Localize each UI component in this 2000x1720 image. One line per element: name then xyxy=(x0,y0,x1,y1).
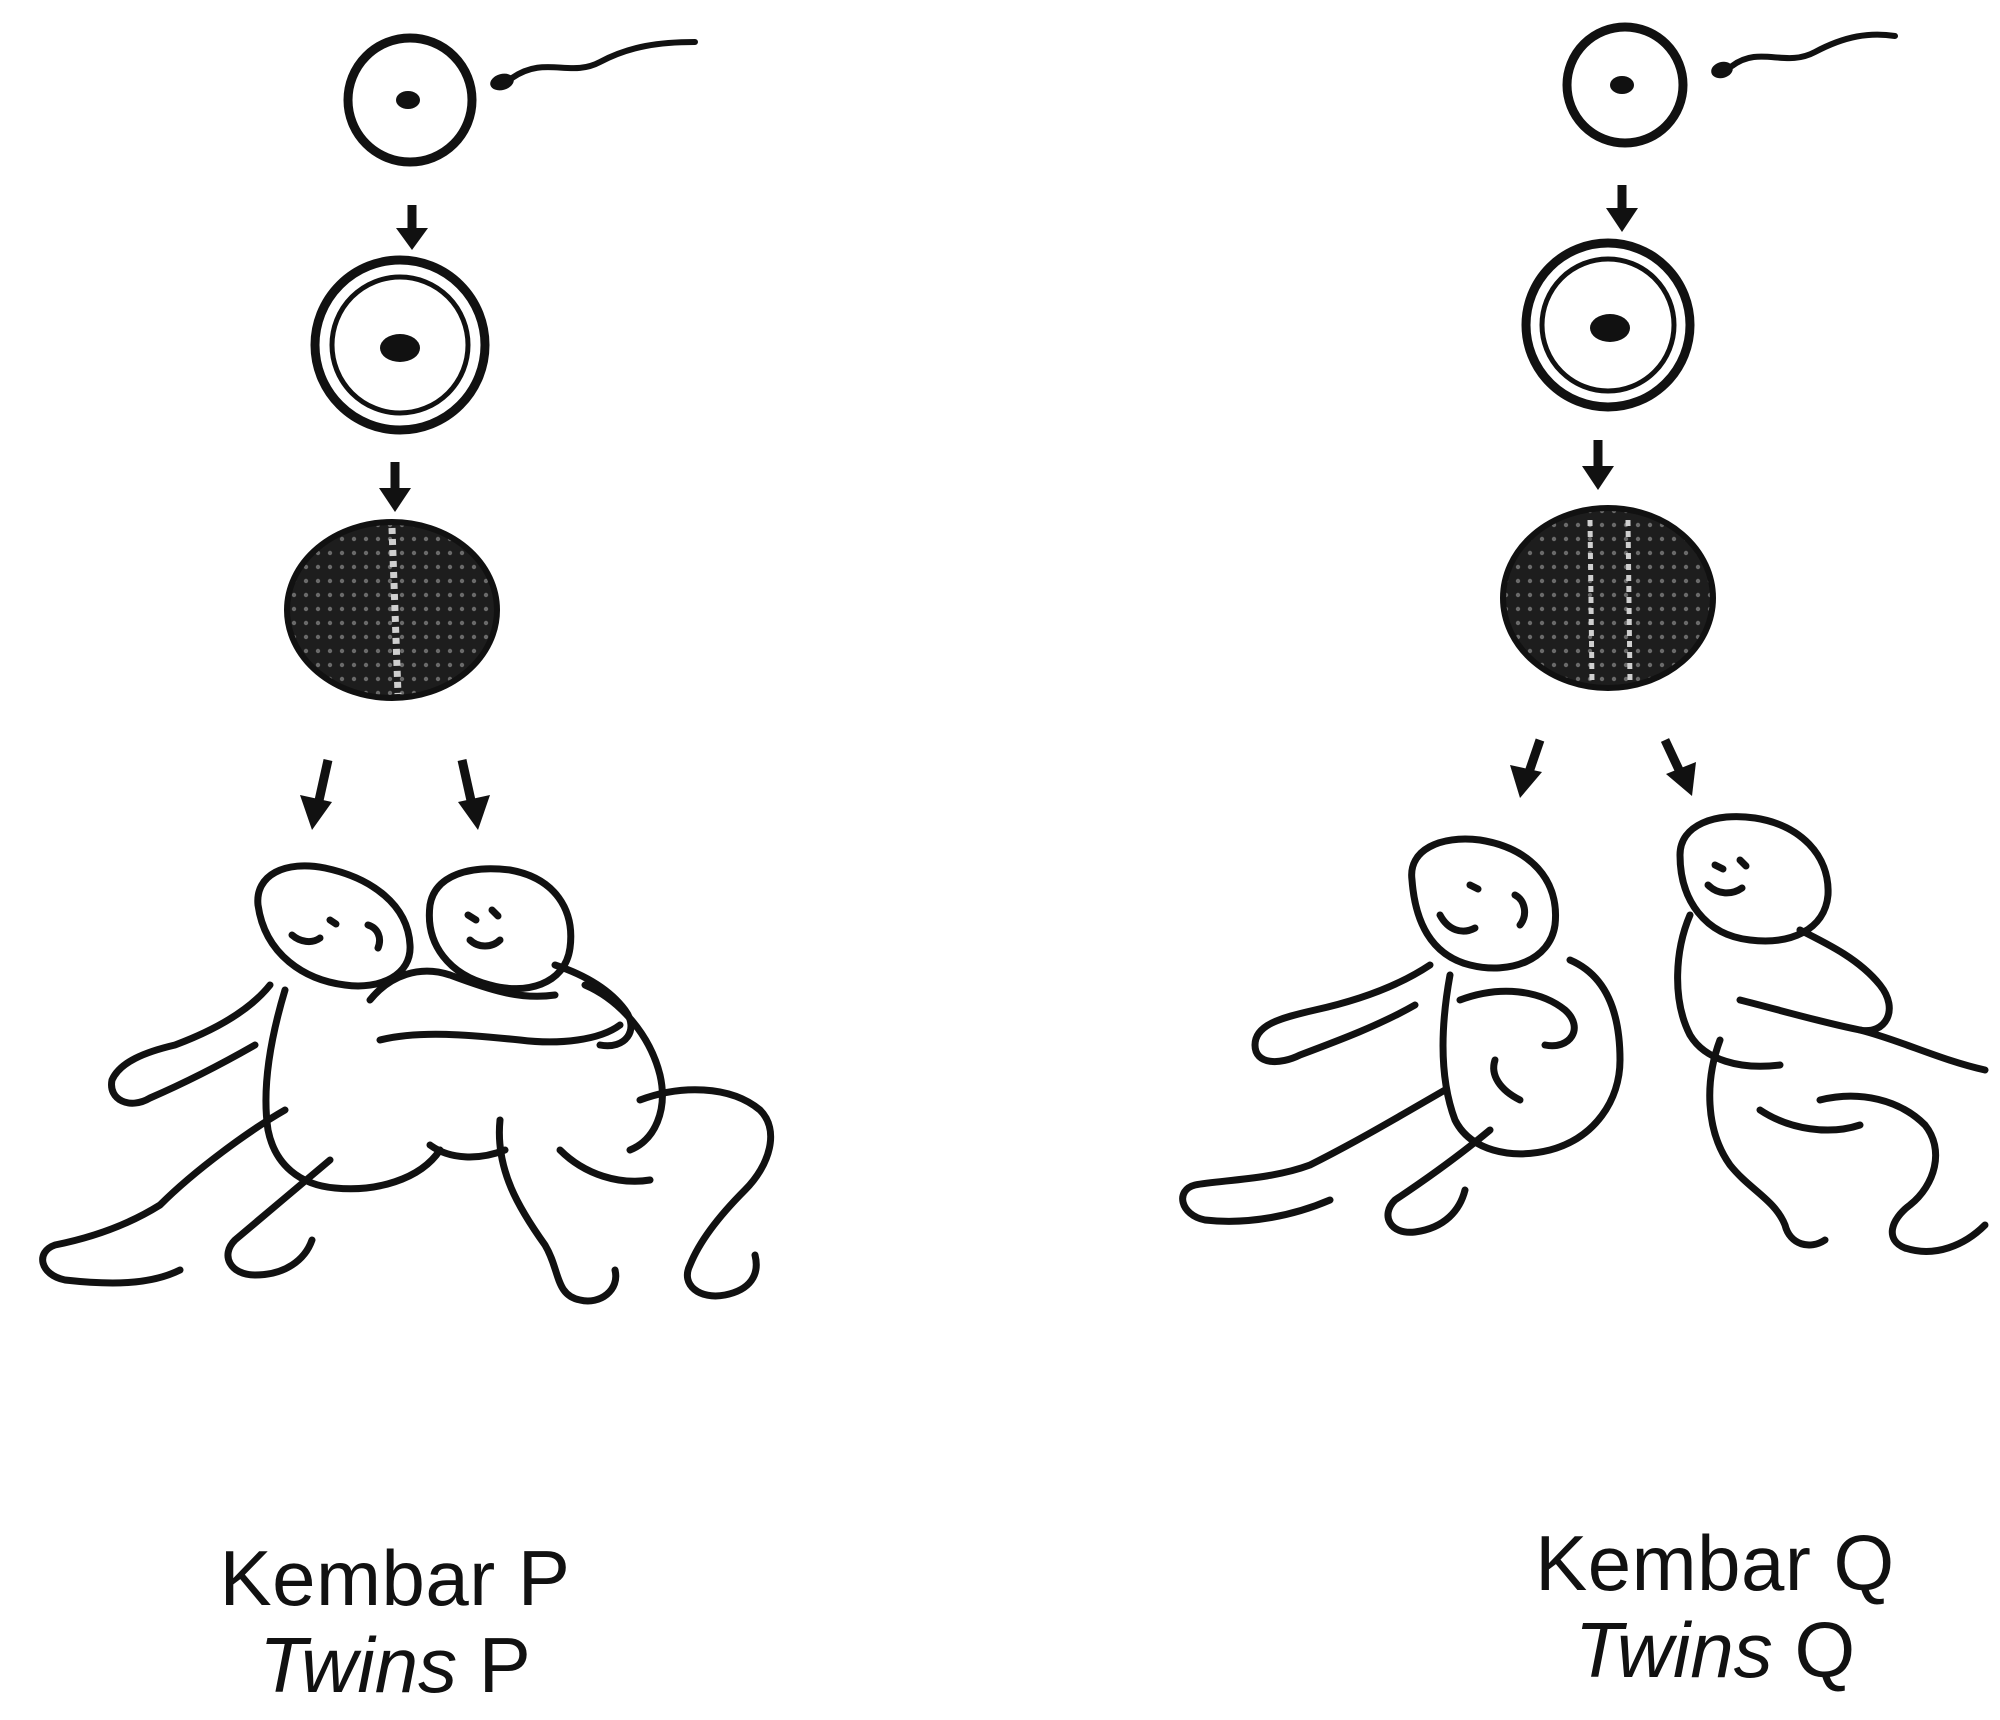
twin-baby-right-icon xyxy=(1674,813,1989,1255)
arrow-down-icon xyxy=(1582,440,1614,490)
panel-q xyxy=(1179,22,1989,1255)
sperm-icon xyxy=(1711,31,1898,79)
panel-p xyxy=(39,33,775,1305)
kembar-q-label: Kembar Q xyxy=(1535,1519,1895,1607)
zygote-icon xyxy=(310,255,490,435)
twins-q-label: Twins Q xyxy=(1450,1607,1980,1694)
zygote-icon xyxy=(1521,238,1695,412)
twins-word: Twins xyxy=(259,1621,458,1710)
egg-icon xyxy=(1562,22,1688,148)
egg-icon xyxy=(343,33,477,167)
sperm-icon xyxy=(490,39,698,91)
arrow-down-icon xyxy=(396,205,428,250)
twins-word: Twins xyxy=(1574,1606,1773,1695)
twins-letter: P xyxy=(478,1621,531,1710)
arrow-down-icon xyxy=(1606,185,1638,232)
arrow-split-right-icon xyxy=(1660,738,1696,796)
arrow-split-right-icon xyxy=(457,759,490,830)
kembar-p-label: Kembar P xyxy=(219,1534,571,1622)
twins-p-label: Twins P xyxy=(130,1622,660,1709)
twins-q-caption: Kembar Q Twins Q xyxy=(1450,1519,1980,1695)
embryo-icon xyxy=(284,519,500,701)
twin-baby-left-icon xyxy=(1179,835,1624,1236)
twins-p-caption: Kembar P Twins P xyxy=(130,1534,660,1710)
arrow-split-left-icon xyxy=(1510,738,1545,798)
embryo-icon xyxy=(1500,505,1716,691)
arrow-split-left-icon xyxy=(300,759,333,830)
arrow-down-icon xyxy=(379,462,411,512)
twins-letter: Q xyxy=(1794,1606,1856,1695)
conjoined-twins-icon xyxy=(39,862,775,1305)
